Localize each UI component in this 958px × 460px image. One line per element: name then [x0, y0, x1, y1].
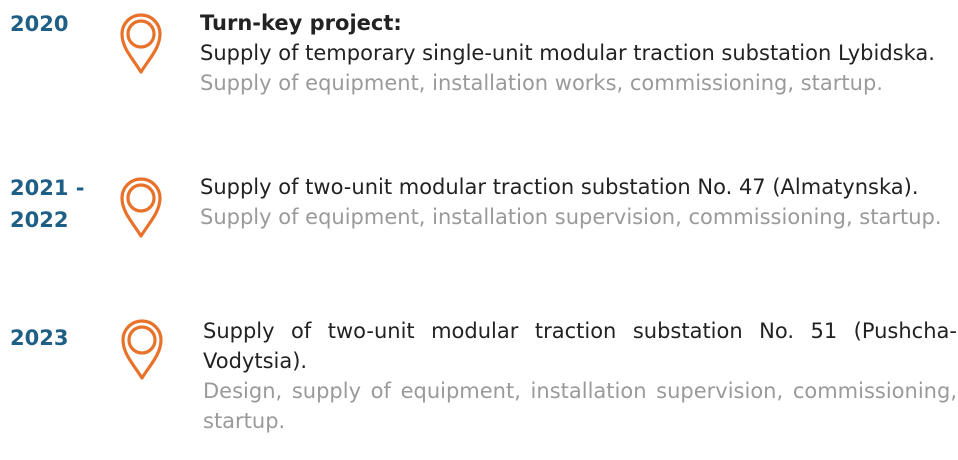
entry-description: Supply of two-unit modular traction subs… — [203, 316, 957, 436]
entry-year: 2023 — [10, 326, 69, 350]
entry-year-line1: 2021 - — [10, 176, 85, 200]
entry-description: Turn-key project: Supply of temporary si… — [200, 8, 954, 98]
map-pin-icon — [120, 318, 164, 380]
entry-scope-text: Supply of equipment, installation superv… — [200, 205, 942, 229]
entry-main-text: Supply of two-unit modular traction subs… — [203, 319, 957, 373]
entry-title: Turn-key project: — [200, 11, 402, 35]
entry-main-text: Supply of two-unit modular traction subs… — [200, 175, 919, 199]
map-pin-icon — [119, 176, 163, 238]
entry-scope-text: Supply of equipment, installation works,… — [200, 71, 883, 95]
entry-description: Supply of two-unit modular traction subs… — [200, 172, 954, 232]
entry-year: 2020 — [10, 12, 69, 36]
entry-main-text: Supply of temporary single-unit modular … — [200, 41, 935, 65]
map-pin-icon — [119, 12, 163, 74]
entry-year-line2: 2022 — [10, 208, 69, 232]
entry-scope-text: Design, supply of equipment, installatio… — [203, 379, 957, 433]
entry-year: 2021 - 2022 — [10, 172, 84, 236]
